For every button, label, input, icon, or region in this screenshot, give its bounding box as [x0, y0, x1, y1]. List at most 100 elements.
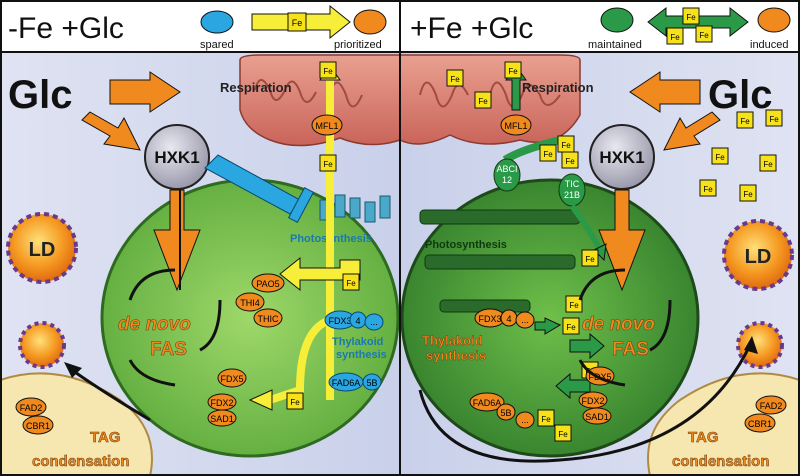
right-green-arrow-fad: [555, 372, 591, 400]
right-mfl1-label: MFL1: [504, 121, 527, 131]
left-hxk-fas-arrow: [153, 189, 201, 292]
left-protein-fad5b: 5B: [362, 373, 382, 391]
right-protein-fdx2: FDX2: [578, 391, 608, 409]
left-fas-cycle: [128, 268, 222, 387]
right-fas-line1: de novo: [582, 314, 655, 335]
fe-label: Fe: [508, 67, 518, 76]
left-thylakoid-line1: Thylakoid: [332, 336, 383, 348]
left-yellow-arrow-pao: [279, 256, 361, 292]
left-sad1-label: SAD1: [210, 414, 234, 424]
fe-label: Fe: [686, 13, 696, 22]
fe-icon: [695, 25, 713, 43]
left-protein-pao5: PAO5: [251, 273, 285, 293]
right-hxk1: [589, 124, 655, 190]
right-protein-cbr1: CBR1: [744, 413, 776, 433]
fe-icon: [537, 409, 555, 427]
fe-label: Fe: [565, 157, 575, 166]
right-protein-fdx-more: ...: [515, 311, 535, 329]
right-tag-arrowhead: [744, 336, 758, 354]
left-protein-thi4: THI4: [235, 292, 265, 312]
left-protein-sad1: SAD1: [207, 409, 237, 427]
fe-icon: [554, 424, 572, 442]
legend-prioritized-label: prioritized: [334, 39, 382, 51]
right-lipid-droplet: LD: [722, 219, 794, 291]
induced-legend-icon: [757, 7, 791, 33]
fe-label: Fe: [450, 75, 460, 84]
left-fad6a-label: FAD6A: [332, 378, 361, 388]
fe-label: Fe: [566, 323, 576, 332]
mitochondrion: [239, 54, 581, 147]
left-protein-fdx4: 4: [349, 311, 367, 329]
left-fas-line1: de novo: [118, 314, 191, 335]
left-condition-title: -Fe +Glc: [8, 12, 124, 45]
left-tag-line1: TAG: [90, 429, 121, 446]
fe-icon: [736, 111, 754, 129]
left-mfl1: [311, 114, 343, 136]
fe-label: Fe: [541, 415, 551, 424]
legend-induced-label: induced: [750, 39, 789, 51]
fe-label: Fe: [543, 150, 553, 159]
right-sad1-label: SAD1: [585, 412, 609, 422]
fe-label: Fe: [715, 153, 725, 162]
left-protein-fad2: FAD2: [15, 397, 47, 417]
right-fdx4-label: 4: [506, 314, 511, 324]
fe-label: Fe: [670, 33, 680, 42]
fe-label: Fe: [769, 115, 779, 124]
fe-label: Fe: [699, 31, 709, 40]
right-condition-title: +Fe +Glc: [410, 12, 533, 45]
fe-label: Fe: [569, 301, 579, 310]
right-tag-line1: TAG: [688, 429, 719, 446]
right-glc-arrow: [629, 71, 701, 113]
left-fad5b-label: 5B: [366, 378, 377, 388]
left-glc-arrow: [109, 71, 181, 113]
fe-icon: [765, 109, 783, 127]
left-yellow-line-fdx: [268, 316, 332, 404]
left-glc-hxk-arrow: [81, 111, 141, 151]
left-pao5-label: PAO5: [256, 279, 279, 289]
fe-label: Fe: [561, 141, 571, 150]
right-protein-fad2: FAD2: [755, 395, 787, 415]
spared-legend-icon: [200, 10, 234, 34]
right-glc-label: Glc: [708, 73, 772, 117]
fe-icon: [319, 61, 337, 79]
right-abci-line1: ABCI: [496, 164, 517, 174]
right-green-line: [502, 136, 561, 164]
fe-label: Fe: [585, 255, 595, 264]
fe-label: Fe: [478, 97, 488, 106]
right-thylakoid-line2: synthesis: [426, 348, 486, 363]
fe-icon: [739, 184, 757, 202]
left-hxk1: [144, 124, 210, 190]
right-cbr1-label: CBR1: [748, 419, 772, 429]
left-glc-label: Glc: [8, 73, 72, 117]
fe-icon: [446, 69, 464, 87]
right-fas-cycle: [578, 268, 672, 387]
fe-icon: [319, 154, 337, 172]
right-tag-arrow: [418, 344, 752, 463]
right-protein-fad5b: 5B: [496, 403, 516, 421]
left-protein-fdx5: FDX5: [217, 368, 247, 388]
fe-label: Fe: [558, 430, 568, 439]
right-protein-fad-more: ...: [515, 411, 535, 429]
left-tag-arrowhead: [64, 362, 82, 378]
right-green-arrow-fdx5: [569, 332, 605, 360]
fe-icon: [561, 151, 579, 169]
fe-label: Fe: [292, 18, 303, 28]
right-green-arrowhead: [593, 243, 607, 262]
fe-label: Fe: [703, 185, 713, 194]
right-tag-line2: condensation: [672, 453, 770, 470]
left-respiration-label: Respiration: [220, 80, 292, 95]
fe-icon: [759, 154, 777, 172]
left-inhibition-bar: [287, 186, 315, 224]
right-fdx3-label: FDX3: [478, 314, 501, 324]
right-fad2-label: FAD2: [760, 401, 783, 411]
left-fdx3-label: FDX3: [328, 316, 351, 326]
left-thi4-label: THI4: [240, 298, 260, 308]
fe-icon: [565, 295, 583, 313]
right-fdx2-label: FDX2: [581, 396, 604, 406]
right-photosynthesis-label: Photosynthesis: [425, 239, 507, 251]
right-tic-line2: 21B: [564, 190, 580, 200]
